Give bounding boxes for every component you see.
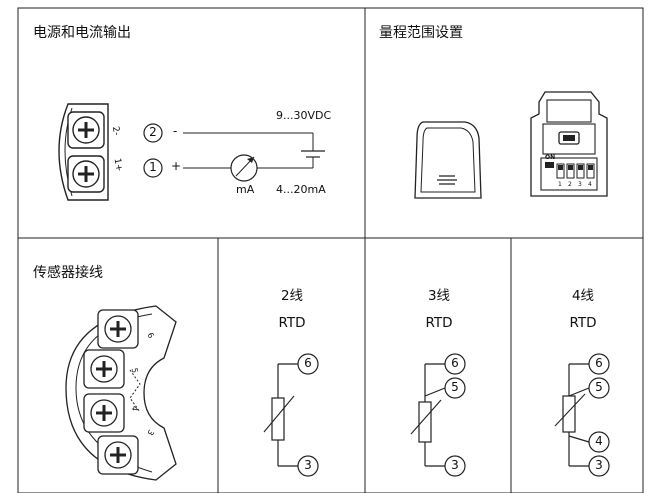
module-dip-switch xyxy=(530,91,608,197)
circle-2: 2 xyxy=(149,125,157,139)
terminal-2-label: 2- xyxy=(109,125,122,137)
range-title: 量程范围设置 xyxy=(379,25,463,41)
wiring-3wire-terminal-6: 6 xyxy=(451,356,459,370)
sensor-title: 传感器接线 xyxy=(33,265,103,281)
dip-number-1: 1 xyxy=(558,181,562,188)
voltage-label: 9...30VDC xyxy=(276,109,332,122)
wiring-3wire-terminal-3: 3 xyxy=(451,458,459,472)
dip-number-3: 3 xyxy=(578,181,582,188)
plus-sign: + xyxy=(171,159,182,173)
wiring-2wire-diagram xyxy=(263,353,319,477)
wiring-2wire-terminal-3: 3 xyxy=(304,458,312,472)
wiring-4wire-terminal-6: 6 xyxy=(595,356,603,370)
sensor-terminal-block xyxy=(65,305,177,481)
wiring-4wire-type: RTD xyxy=(569,315,597,331)
meter-unit-label: mA xyxy=(236,183,255,196)
wiring-3wire-panel: 3线 RTD 6 5 3 xyxy=(365,238,511,493)
circle-1: 1 xyxy=(149,160,157,174)
power-circuit xyxy=(143,123,325,182)
power-terminal-block xyxy=(58,103,109,201)
terminal-1-label: 1+ xyxy=(111,157,124,173)
wiring-4wire-title: 4线 xyxy=(571,288,595,304)
dip-number-4: 4 xyxy=(588,181,592,188)
range-panel: 量程范围设置 ON 1 2 3 4 xyxy=(365,8,643,238)
wiring-4wire-terminal-4: 4 xyxy=(595,434,603,448)
sensor-panel: 传感器接线 6 5 xyxy=(18,238,218,493)
wiring-2wire-type: RTD xyxy=(278,315,306,331)
current-range-label: 4...20mA xyxy=(276,183,326,196)
dip-on-label: ON xyxy=(545,154,556,161)
wiring-3wire-type: RTD xyxy=(425,315,453,331)
wiring-4wire-terminal-3: 3 xyxy=(595,458,603,472)
power-title: 电源和电流输出 xyxy=(33,25,131,41)
power-panel: 电源和电流输出 2- 1+ 2 1 - + 9... xyxy=(18,8,365,238)
wiring-2wire-panel: 2线 RTD 6 3 xyxy=(218,238,365,493)
wiring-3wire-terminal-5: 5 xyxy=(451,380,459,394)
wiring-3wire-title: 3线 xyxy=(427,288,451,304)
wiring-2wire-terminal-6: 6 xyxy=(304,356,312,370)
module-cover xyxy=(414,121,482,199)
minus-sign: - xyxy=(173,124,178,138)
wiring-4wire-terminal-5: 5 xyxy=(595,380,603,394)
wiring-3wire-diagram xyxy=(410,353,466,477)
dip-number-2: 2 xyxy=(568,181,572,188)
wiring-4wire-diagram xyxy=(554,353,610,477)
wiring-4wire-panel: 4线 RTD 6 5 4 3 xyxy=(511,238,643,493)
wiring-2wire-title: 2线 xyxy=(280,288,304,304)
